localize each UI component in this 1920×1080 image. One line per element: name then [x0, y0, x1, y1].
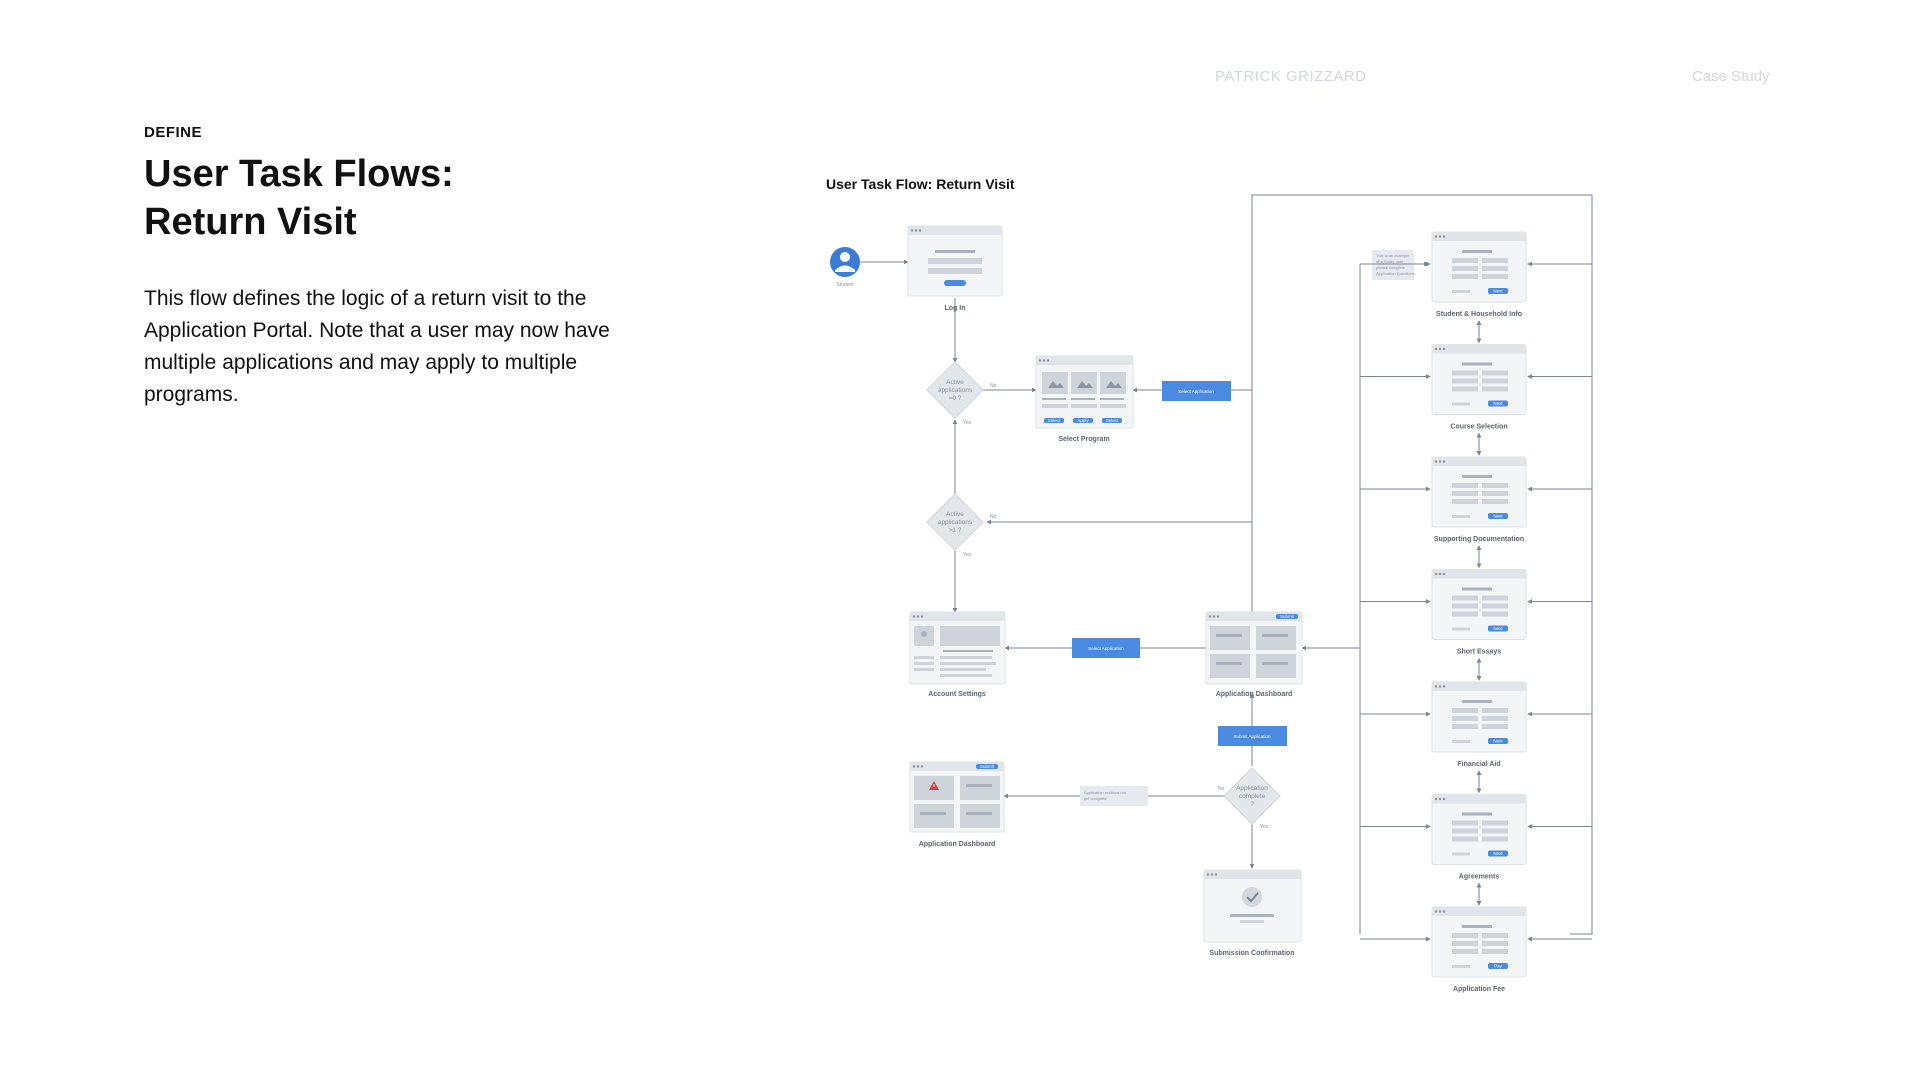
action-submit-application: Submit Application [1218, 726, 1287, 746]
svg-text:No: No [1218, 786, 1225, 792]
svg-text:=0 ?: =0 ? [949, 395, 962, 402]
page-title-line-1: User Task Flows: [144, 153, 454, 195]
note-incomplete: Application sections not yet complete [1080, 786, 1148, 806]
svg-text:of a Sticky note: of a Sticky note [1376, 259, 1404, 264]
step-label: Supporting Documentation [1434, 536, 1524, 543]
svg-text:Select: Select [1106, 418, 1119, 423]
author-name: PATRICK GRIZZARD [1215, 68, 1367, 85]
svg-text:This is an example: This is an example [1376, 253, 1410, 258]
svg-text:applications: applications [938, 519, 973, 526]
svg-text:Select Application: Select Application [1178, 389, 1214, 394]
svg-text:applications: applications [938, 387, 973, 394]
svg-text:Active: Active [946, 379, 964, 386]
decision-active-zero: Active applications =0 ? No Yes [926, 361, 997, 426]
note-sticky: This is an example of a Sticky note plea… [1372, 250, 1415, 280]
branch-no-label: No [990, 383, 997, 389]
svg-text:?: ? [1250, 801, 1254, 808]
action-select-application-2: Select Application [1072, 638, 1140, 658]
action-select-application-1: Select Application [1162, 381, 1231, 401]
svg-text:Active: Active [946, 511, 964, 518]
application-dashboard-error-label: Application Dashboard [919, 841, 996, 848]
svg-text:Yes: Yes [1260, 824, 1269, 830]
svg-text:Application Questions: Application Questions [1376, 271, 1415, 276]
svg-text:Select Application: Select Application [1088, 646, 1124, 651]
avatar-icon [921, 631, 927, 637]
step-label: Financial Aid [1457, 761, 1500, 768]
actor-student: Student [830, 247, 860, 288]
dashboard-badge: Submit [1280, 614, 1295, 619]
student-head-icon [840, 252, 850, 262]
svg-text:Application: Application [1236, 785, 1268, 792]
checkmark-icon [1242, 887, 1262, 907]
screen-select-program: Select Apply Select Select Program [1035, 355, 1134, 443]
step-button-label: Next [1493, 626, 1503, 631]
flow-description: This flow defines the logic of a return … [144, 287, 610, 406]
svg-text:Application sections not: Application sections not [1084, 790, 1127, 795]
step-button-label: Next [1493, 739, 1503, 744]
step-label: Short Essays [1457, 649, 1501, 656]
svg-text:complete: complete [1239, 793, 1266, 800]
svg-text:Submit: Submit [980, 764, 995, 769]
step-button-label: Next [1493, 289, 1503, 294]
svg-text:Apply: Apply [1077, 418, 1089, 423]
step-label: Application Fee [1453, 986, 1505, 993]
screen-application-dashboard: Submit Application Dashboard [1205, 611, 1303, 698]
decision-complete: Application complete ? No Yes [1218, 767, 1281, 830]
submission-confirmation-label: Submission Confirmation [1209, 950, 1294, 957]
account-settings-label: Account Settings [928, 691, 986, 698]
svg-text:No: No [990, 514, 997, 520]
branch-yes-label: Yes [963, 420, 972, 426]
svg-text:Yes: Yes [963, 552, 972, 558]
screen-application-dashboard-error: Submit Application Dashboard [909, 761, 1005, 848]
svg-text:please complete: please complete [1376, 265, 1406, 270]
svg-text:yet complete: yet complete [1084, 796, 1107, 801]
step-label: Student & Household Info [1436, 311, 1522, 318]
svg-text:Select: Select [1048, 418, 1061, 423]
connector-outer-loop [1251, 194, 1593, 935]
document-type: Case Study [1692, 68, 1770, 85]
login-label: Log In [945, 305, 966, 312]
student-body-icon [835, 265, 855, 272]
section-label: DEFINE [144, 124, 203, 141]
application-dashboard-label: Application Dashboard [1216, 691, 1293, 698]
step-button-label: Next [1493, 851, 1503, 856]
svg-text:>1 ?: >1 ? [949, 527, 962, 534]
step-button-label: Pay [1494, 964, 1503, 969]
step-label: Agreements [1459, 874, 1500, 881]
screen-login: Log In [907, 225, 1003, 312]
decision-active-many: Active applications >1 ? No Yes [926, 493, 997, 558]
select-program-label: Select Program [1058, 436, 1109, 443]
step-button-label: Next [1493, 514, 1503, 519]
page-title: User Task Flows: Return Visit [144, 150, 454, 246]
page-title-line-2: Return Visit [144, 201, 357, 243]
diagram-title: User Task Flow: Return Visit [826, 176, 1015, 192]
svg-text:Submit Application: Submit Application [1233, 734, 1271, 739]
screen-account-settings: Account Settings [909, 611, 1006, 698]
screen-submission-confirmation: Submission Confirmation [1203, 869, 1302, 957]
step-button-label: Next [1493, 401, 1503, 406]
step-label: Course Selection [1450, 424, 1507, 431]
student-label: Student [836, 282, 854, 288]
